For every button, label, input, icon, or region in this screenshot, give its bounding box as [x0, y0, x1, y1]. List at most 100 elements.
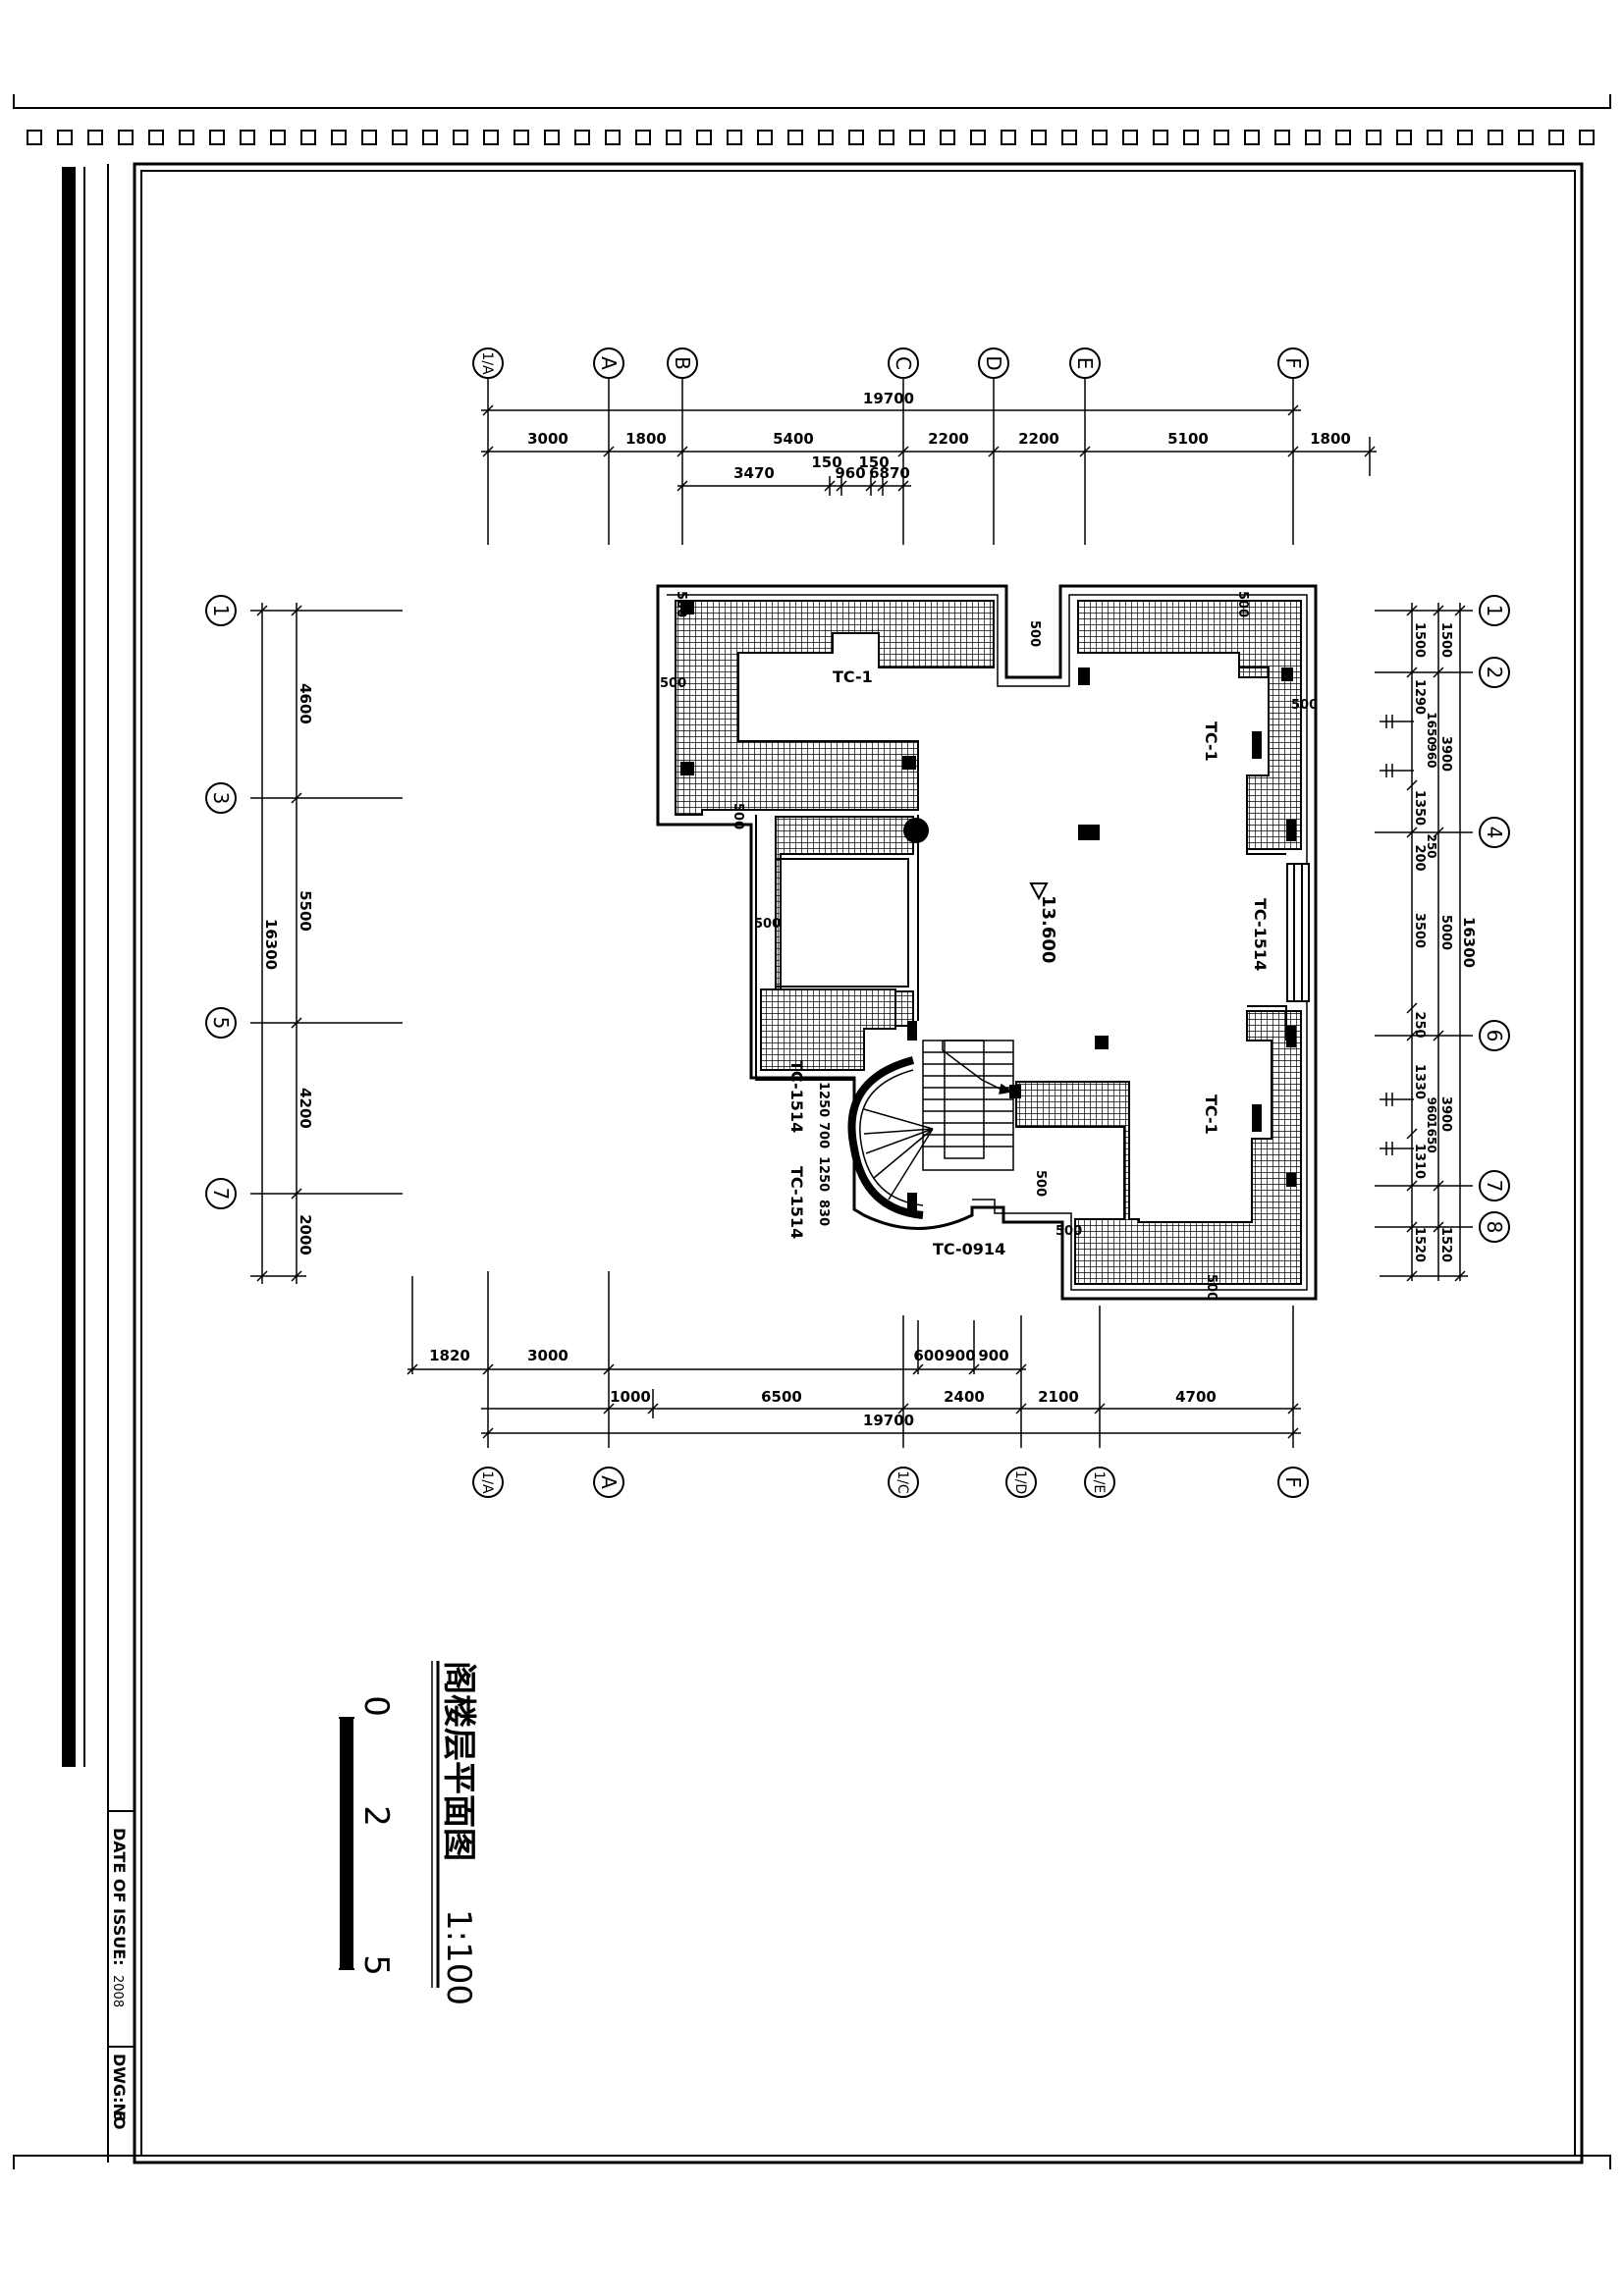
sheet-frame [13, 94, 1611, 2169]
axis-label: A [597, 1475, 621, 1489]
right-outer-dim-1: 1500 [1412, 622, 1427, 658]
right-mid-dim-3: 5000 [1438, 915, 1453, 950]
axis-label: B [671, 356, 694, 370]
border-mark [1122, 130, 1138, 145]
border-mark [1305, 130, 1321, 145]
axis-bubble-top-d: D [978, 347, 1009, 379]
axis-label: C [892, 356, 915, 370]
axis-label: 1/D [1012, 1470, 1028, 1494]
level-value: 13.600 [1038, 895, 1058, 963]
axis-bubble-bottom-1e: 1/E [1084, 1467, 1115, 1498]
border-mark [818, 130, 834, 145]
top-total: 19700 [863, 390, 914, 407]
axis-label: F [1281, 357, 1305, 369]
left-axis-bubbles: 1 3 5 7 [205, 595, 237, 1209]
plan-dim: 500 [754, 917, 781, 932]
right-inner-dim-2: 960 [1425, 743, 1438, 768]
bottom-dim-4: 900 [945, 1347, 975, 1364]
border-mark [514, 130, 529, 145]
axis-bubble-top-b: B [667, 347, 698, 379]
right-outer-dim-4: 200 [1412, 844, 1427, 871]
border-mark [483, 130, 499, 145]
axis-label: 1 [209, 605, 233, 617]
title-block: DATE OF ISSUE: 2008 DWG:NO 6 [110, 1828, 129, 2129]
axis-bubble-top-f: F [1277, 347, 1309, 379]
border-mark [331, 130, 347, 145]
axis-bubble-top-e: E [1069, 347, 1101, 379]
roof-tile-band-stair-top [760, 988, 896, 1071]
axis-label: 1/A [479, 1470, 495, 1494]
bottom-dimensions [406, 1363, 1301, 1439]
right-outer-dim-3: 1350 [1412, 790, 1427, 826]
border-mark [1214, 130, 1229, 145]
right-mid-dim-4: 3900 [1438, 1096, 1453, 1132]
axis-bubble-bottom-a: A [593, 1467, 624, 1498]
stair [863, 1040, 1014, 1201]
plan-dim: 830 [816, 1200, 831, 1226]
plan-dim: 500 [660, 676, 686, 691]
axis-bubble-top-1a: 1/A [472, 347, 504, 379]
window-tag-stair-upper: TC-1514 [787, 1060, 806, 1133]
border-mark [270, 130, 286, 145]
right-dimension-texts: 1500 1290 1350 200 3500 250 1330 1310 15… [1412, 622, 1478, 1262]
left-dim-4: 2000 [297, 1214, 314, 1255]
border-mark [1457, 130, 1473, 145]
axis-bubble-top-a: A [593, 347, 624, 379]
window-tag-top: TC-1 [833, 667, 873, 686]
left-dim-1: 4600 [297, 683, 314, 724]
left-dim-2: 5500 [297, 890, 314, 932]
axis-grid-lines [250, 378, 1473, 1448]
border-mark [27, 130, 42, 145]
border-mark [148, 130, 164, 145]
bottom-dim-row2-3: 2400 [944, 1388, 985, 1406]
plan-dim: 500 [1027, 620, 1042, 647]
border-mark [940, 130, 955, 145]
level-marker: 13.600 [1029, 882, 1058, 963]
bottom-total: 19700 [863, 1412, 914, 1429]
bottom-dim-row2-2: 6500 [761, 1388, 802, 1406]
axis-bubble-right-8: 8 [1479, 1211, 1510, 1243]
top-dim-3: 5400 [773, 430, 814, 448]
window-tag-right-lower: TC-1 [1202, 1095, 1220, 1135]
top-dim-row2-2: 150 [811, 454, 841, 471]
axis-label: E [1073, 357, 1097, 370]
right-mid-dim-2: 3900 [1438, 736, 1453, 772]
plan-dim: 500 [1033, 1170, 1048, 1197]
window-tag-bottom: TC-0914 [933, 1240, 1005, 1258]
border-mark [574, 130, 590, 145]
top-dim-row2-5: 6870 [869, 464, 910, 482]
plan-dim: 500 [1056, 1224, 1082, 1239]
top-dimensions [481, 404, 1377, 496]
border-mark [1396, 130, 1412, 145]
dwg-label: DWG:NO [110, 2054, 129, 2129]
plan-dim: 700 [816, 1122, 831, 1148]
border-mark [544, 130, 560, 145]
axis-label: 1/E [1091, 1471, 1107, 1493]
left-dim-3: 4200 [297, 1088, 314, 1129]
border-mark [453, 130, 468, 145]
floor-plan: 13.600 TC-1 TC-1 TC-1514 TC-1 TC-1514 TC… [656, 584, 1318, 1301]
axis-label: 7 [209, 1188, 233, 1201]
plan-dim: 1250 [816, 1082, 831, 1117]
axis-label: 6 [1483, 1030, 1506, 1042]
border-mark [696, 130, 712, 145]
border-mark [1183, 130, 1199, 145]
axis-bubble-bottom-1a: 1/A [472, 1467, 504, 1498]
border-mark [605, 130, 621, 145]
issue-label: DATE OF ISSUE: [110, 1828, 129, 1966]
top-dim-4: 2200 [928, 430, 969, 448]
bottom-dim-row2-4: 2100 [1038, 1388, 1079, 1406]
right-outer-dim-8: 1310 [1412, 1144, 1427, 1179]
axis-bubble-bottom-1d: 1/D [1005, 1467, 1037, 1498]
window-tag-right-middle: TC-1514 [1251, 898, 1270, 971]
curved-stair-wall-inner [859, 1069, 924, 1206]
columns [680, 601, 1296, 1212]
border-mark [361, 130, 377, 145]
plan-dim: 500 [1204, 1274, 1218, 1301]
border-mark [1244, 130, 1260, 145]
axis-bubble-right-4: 4 [1479, 817, 1510, 848]
window-tag-right-upper: TC-1 [1202, 721, 1220, 762]
axis-bubble-right-2: 2 [1479, 657, 1510, 688]
curved-stair-wall [847, 1056, 924, 1219]
border-mark [1488, 130, 1503, 145]
